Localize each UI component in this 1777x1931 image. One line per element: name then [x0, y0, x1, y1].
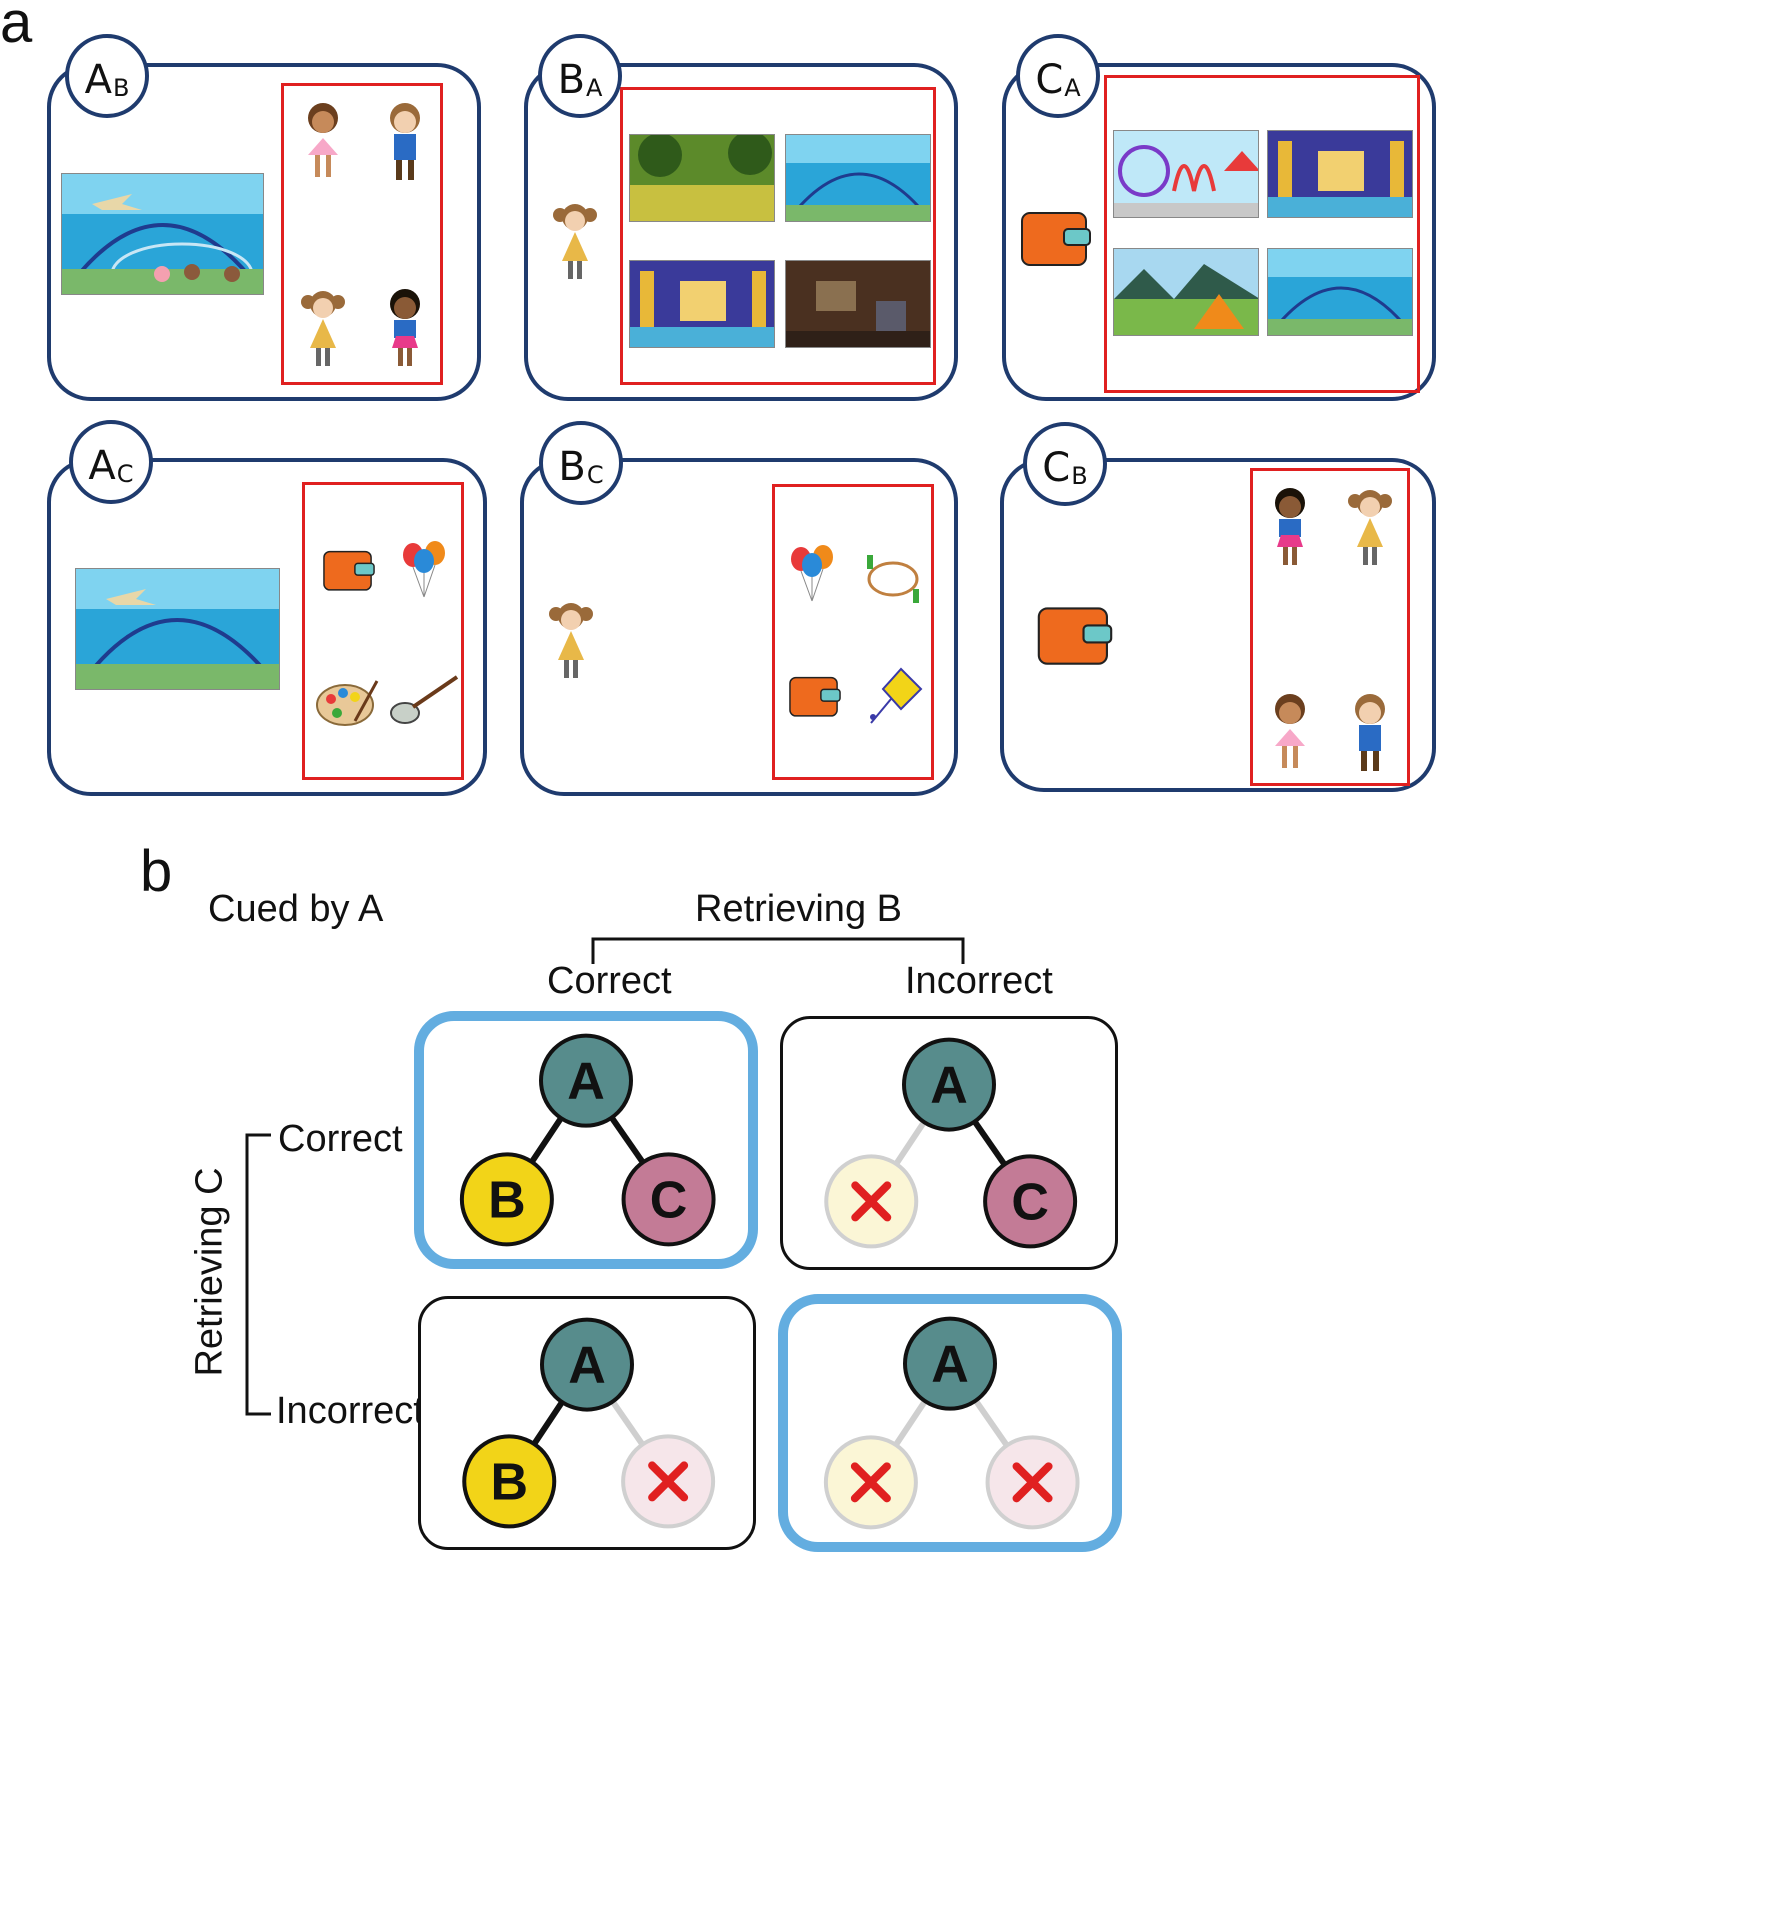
row-label-incorrect: Incorrect	[276, 1390, 424, 1432]
tree-diagram: AC	[824, 1037, 1078, 1249]
choice-box-people	[281, 83, 443, 385]
node-a: A	[539, 1033, 633, 1128]
tree-diagram: AB	[462, 1317, 716, 1529]
svg-text:C: C	[1011, 1173, 1049, 1231]
x-mark-icon	[1012, 1462, 1053, 1503]
choice-box-objects	[302, 482, 464, 780]
node-c	[985, 1435, 1080, 1530]
girl-pigtails-cue-icon	[553, 204, 597, 279]
node-c: C	[621, 1152, 716, 1247]
girl-pigtails-cue-icon	[549, 603, 593, 678]
kite-icon[interactable]	[861, 667, 923, 731]
girl-dark-hair-icon[interactable]	[1265, 485, 1315, 571]
x-mark-icon	[850, 1462, 891, 1503]
girl-pigtails-icon[interactable]	[1345, 485, 1395, 571]
palace-scene[interactable]	[1267, 130, 1413, 218]
node-a: A	[903, 1316, 997, 1411]
svg-text:C: C	[650, 1171, 688, 1229]
aquarium-scene[interactable]	[785, 134, 931, 222]
trial-card-ac	[47, 458, 487, 796]
cue-label: Cued by A	[208, 888, 384, 930]
svg-text:A: A	[931, 1336, 969, 1394]
column-header: Retrieving B	[695, 888, 902, 930]
palace-scene[interactable]	[629, 260, 775, 348]
svg-text:B: B	[490, 1453, 528, 1511]
girl-blue-dress-icon[interactable]	[380, 100, 430, 186]
girl-dark-hair-icon[interactable]	[380, 286, 430, 372]
trial-card-ca	[1002, 63, 1436, 401]
jungle-scene[interactable]	[629, 134, 775, 222]
choice-box-people	[1250, 468, 1410, 786]
balloons-icon[interactable]	[787, 543, 837, 603]
wallet-cue-icon	[1021, 212, 1091, 266]
node-a: A	[902, 1037, 996, 1132]
aquarium-scene[interactable]	[1267, 248, 1413, 336]
svg-text:B: B	[488, 1171, 526, 1229]
col-label-correct: Correct	[547, 960, 672, 1002]
choice-box-scenes	[620, 87, 936, 385]
col-label-incorrect: Incorrect	[905, 960, 1053, 1002]
outcome-cell-both-correct: A B C	[414, 1011, 758, 1269]
trial-card-bc	[520, 458, 958, 796]
row-header: Retrieving C	[188, 1167, 231, 1377]
trial-card-ba	[524, 63, 958, 401]
jump-rope-icon[interactable]	[863, 549, 923, 603]
node-c	[621, 1434, 716, 1529]
girl-pink-dress-icon[interactable]	[298, 100, 348, 186]
row-bracket	[245, 1133, 271, 1416]
wallet-cue-icon	[1037, 607, 1113, 665]
girl-pigtails-icon[interactable]	[298, 286, 348, 372]
choice-box-scenes	[1104, 75, 1420, 393]
x-mark-icon	[851, 1181, 892, 1222]
node-b: B	[462, 1434, 557, 1529]
node-c: C	[983, 1154, 1078, 1249]
node-a: A	[540, 1317, 634, 1412]
girl-pink-dress-icon[interactable]	[1265, 691, 1315, 777]
amusement-park-scene[interactable]	[1113, 130, 1259, 218]
row-label-correct: Correct	[278, 1118, 403, 1160]
svg-text:A: A	[567, 1053, 605, 1111]
node-b: B	[459, 1152, 554, 1247]
campsite-scene[interactable]	[1113, 248, 1259, 336]
outcome-cell-both-incorrect: A	[778, 1294, 1122, 1552]
balloons-icon[interactable]	[399, 539, 449, 599]
paint-palette-icon[interactable]	[315, 675, 381, 729]
girl-blue-dress-icon[interactable]	[1345, 691, 1395, 777]
trial-card-cb	[1000, 458, 1436, 792]
aquarium-scene-image	[75, 568, 280, 690]
cabin-scene[interactable]	[785, 260, 931, 348]
choice-box-objects	[772, 484, 934, 780]
aquarium-scene-image	[61, 173, 264, 295]
node-b	[823, 1435, 918, 1530]
tree-diagram: A B C	[459, 1033, 716, 1247]
wallet-icon[interactable]	[321, 547, 377, 593]
tree-diagram: A	[823, 1316, 1080, 1530]
svg-text:A: A	[568, 1337, 606, 1395]
trial-card-ab	[47, 63, 481, 401]
panel-a-letter: a	[0, 0, 33, 55]
wallet-icon[interactable]	[787, 673, 843, 719]
panel-b-letter: b	[140, 839, 173, 904]
column-bracket	[591, 937, 965, 964]
guitar-icon[interactable]	[387, 671, 461, 729]
x-mark-icon	[648, 1461, 689, 1502]
node-b	[824, 1154, 919, 1249]
svg-text:A: A	[930, 1057, 968, 1115]
